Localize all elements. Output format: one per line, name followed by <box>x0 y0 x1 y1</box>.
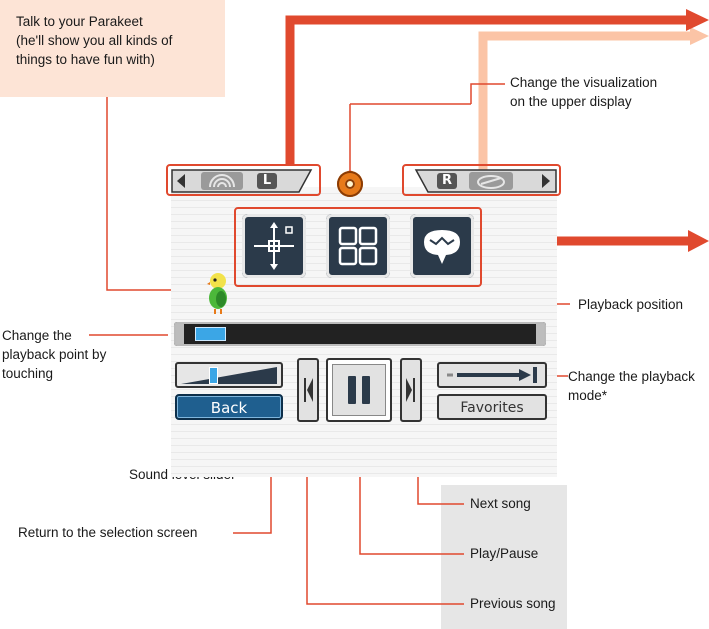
visualizer-button-1[interactable] <box>242 214 306 278</box>
rewind-icon <box>304 378 313 402</box>
ring-icon-hole <box>345 179 355 189</box>
forward-icon <box>406 378 415 402</box>
visualizer-button-3[interactable] <box>410 214 474 278</box>
back-button[interactable]: Back <box>175 394 283 420</box>
volume-ramp <box>181 367 277 384</box>
r-key-icon: R <box>437 173 457 189</box>
speech-bubble-icon <box>424 230 460 264</box>
song-controls-callout-box <box>441 485 567 629</box>
cassette-glyph <box>477 175 505 189</box>
ring-icon[interactable] <box>337 171 363 197</box>
l-key-icon: L <box>257 173 277 189</box>
touch-point-callout-line-3: touching <box>2 366 54 381</box>
touch-point-callout-line-2: playback point by <box>2 347 107 362</box>
play-pause-button[interactable] <box>326 358 392 422</box>
crosshair-icon <box>254 222 294 270</box>
wave-dome-glyph <box>209 174 235 188</box>
volume-slider[interactable] <box>175 362 283 388</box>
visualization-callout: Change the visualization on the upper di… <box>510 73 657 111</box>
touch-point-callout: Change the playback point by touching <box>2 326 106 383</box>
playback-mode-callout-line-1: Change the playback <box>568 369 695 384</box>
right-tab[interactable]: R <box>409 169 557 193</box>
volume-knob[interactable] <box>209 367 218 384</box>
next-song-button[interactable] <box>400 358 422 422</box>
visualizer-button-2[interactable] <box>326 214 390 278</box>
visualizer-buttons-highlight <box>234 207 482 287</box>
playback-mode-callout: Change the playback mode* <box>568 367 709 405</box>
parakeet-callout-line-1: Talk to your Parakeet <box>16 14 143 29</box>
right-tab-highlight <box>402 164 561 196</box>
previous-song-callout: Previous song <box>470 596 556 611</box>
previous-song-button[interactable] <box>297 358 319 422</box>
touch-point-callout-line-1: Change the <box>2 328 72 343</box>
playback-mode-button[interactable] <box>437 362 547 388</box>
progress-fill <box>195 327 226 341</box>
left-tab-highlight <box>166 164 321 196</box>
left-tab[interactable]: L <box>171 169 317 193</box>
parakeet-glyph <box>207 273 227 314</box>
favorites-button[interactable]: Favorites <box>437 394 547 420</box>
visualization-callout-line-1: Change the visualization <box>510 75 658 90</box>
parakeet-icon[interactable] <box>205 272 231 316</box>
return-callout: Return to the selection screen <box>18 525 198 540</box>
progress-start-cap <box>176 324 184 344</box>
play-pause-callout: Play/Pause <box>470 546 539 561</box>
pause-icon <box>348 376 370 404</box>
cassette-icon <box>469 172 513 190</box>
playback-mode-callout-line-2: mode* <box>568 388 608 403</box>
parakeet-callout-line-3: things to have fun with) <box>16 52 155 67</box>
playback-mode-icon <box>447 367 537 383</box>
progress-end-cap <box>536 324 544 344</box>
parakeet-callout-box <box>0 0 225 97</box>
progress-track[interactable] <box>174 322 546 346</box>
wave-dome-icon <box>201 172 243 190</box>
next-song-callout: Next song <box>470 496 531 511</box>
playback-position-callout: Playback position <box>578 297 684 312</box>
parakeet-callout: Talk to your Parakeet (he'll show you al… <box>16 12 172 69</box>
parakeet-callout-line-2: (he'll show you all kinds of <box>16 33 173 48</box>
visualization-callout-line-2: on the upper display <box>510 94 632 109</box>
grid-icon <box>338 226 378 266</box>
